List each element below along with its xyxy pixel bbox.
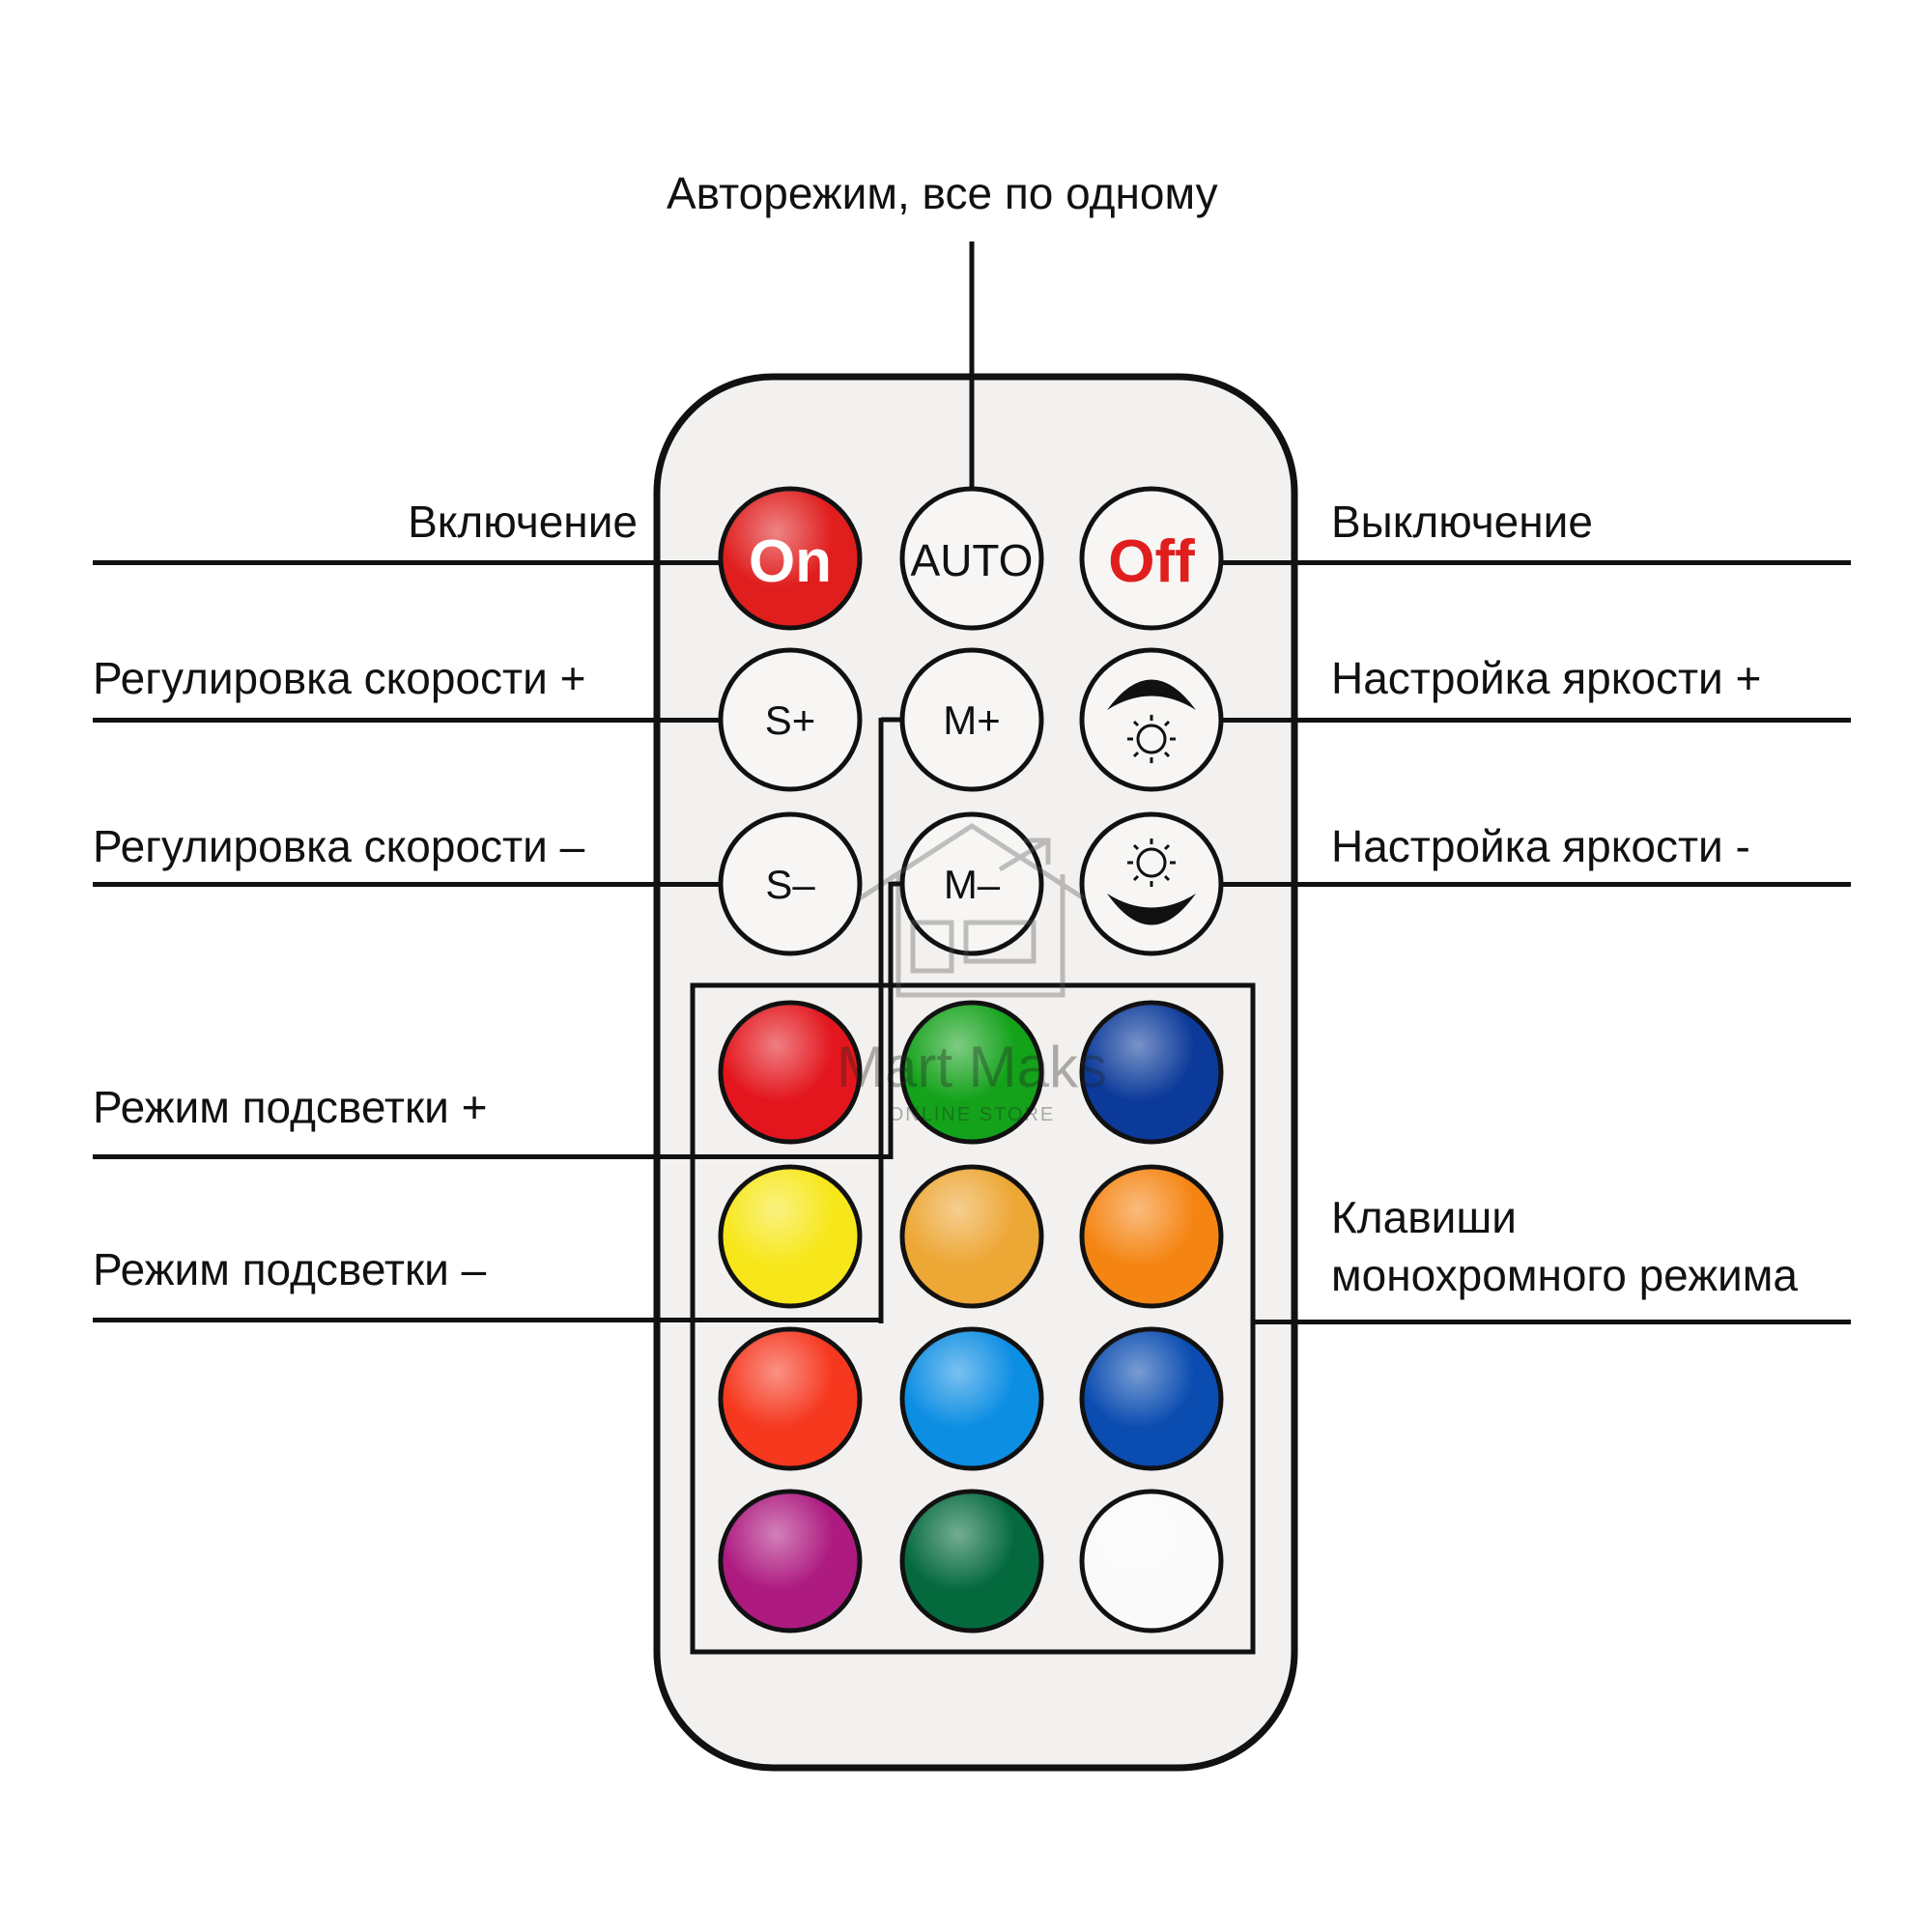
power-off-rule — [1221, 560, 1851, 565]
arrow-down-icon — [1107, 894, 1196, 925]
color-swatch-button[interactable] — [899, 1489, 1044, 1634]
brightness-up-label: Настройка яркости + — [1331, 653, 1762, 703]
speed-up-rule — [93, 718, 723, 723]
mono-keys-rule — [1253, 1320, 1851, 1324]
speed-minus-button[interactable]: S– — [718, 811, 863, 956]
mode-up-label: Режим подсветки + — [93, 1082, 488, 1132]
color-swatch-button[interactable] — [899, 1326, 1044, 1471]
mode-plus-button[interactable]: M+ — [899, 647, 1044, 792]
color-swatch-button[interactable] — [1079, 1489, 1224, 1634]
watermark-tagline: ONLINE STORE — [889, 1104, 1056, 1125]
color-swatch-button[interactable] — [899, 1164, 1044, 1309]
sun-icon — [1127, 715, 1176, 763]
speed-down-rule — [93, 882, 723, 887]
color-swatch-grid — [718, 1000, 1224, 1634]
mode-down-rule — [93, 1318, 883, 1322]
auto-mode-label: Авторежим, все по одному — [667, 168, 1218, 218]
mode-up-rule — [93, 1154, 893, 1159]
speed-plus-label: S+ — [765, 697, 816, 743]
mode-down-label: Режим подсветки – — [93, 1244, 487, 1294]
off-button[interactable]: Off — [1079, 486, 1224, 631]
mono-keys-label-line2: монохромного режима — [1331, 1250, 1798, 1300]
brightness-down-button[interactable] — [1079, 811, 1224, 956]
power-on-label: Включение — [408, 497, 638, 547]
color-swatch-button[interactable] — [718, 1489, 863, 1634]
brightness-down-rule — [1221, 882, 1851, 887]
color-swatch-button[interactable] — [1079, 1326, 1224, 1471]
color-swatch-button[interactable] — [718, 1326, 863, 1471]
mode-minus-button[interactable]: M– — [899, 811, 1044, 956]
power-off-label: Выключение — [1331, 497, 1593, 547]
speed-up-label: Регулировка скорости + — [93, 653, 586, 703]
arrow-up-icon — [1107, 679, 1196, 710]
brightness-up-rule — [1221, 718, 1851, 723]
color-swatch-button[interactable] — [1079, 1164, 1224, 1309]
speed-down-label: Регулировка скорости – — [93, 821, 585, 871]
off-button-label: Off — [1108, 528, 1195, 595]
color-swatch-button[interactable] — [718, 1164, 863, 1309]
house-logo-icon — [858, 823, 1086, 998]
brightness-up-button[interactable] — [1079, 647, 1224, 792]
sun-icon — [1127, 838, 1176, 887]
watermark-name: Mart Maks — [837, 1035, 1107, 1099]
color-swatch-button[interactable] — [718, 1000, 863, 1145]
brightness-down-label: Настройка яркости - — [1331, 821, 1750, 871]
auto-button-label: AUTO — [911, 535, 1034, 585]
color-swatch-button[interactable] — [1079, 1000, 1224, 1145]
color-swatch-button[interactable] — [899, 1000, 1044, 1145]
mono-keys-label-line1: Клавиши — [1331, 1192, 1517, 1242]
on-button[interactable]: On — [718, 486, 863, 631]
speed-plus-button[interactable]: S+ — [718, 647, 863, 792]
speed-minus-label: S– — [765, 862, 815, 907]
power-on-rule — [93, 560, 723, 565]
on-button-label: On — [749, 528, 832, 595]
mode-minus-label: M– — [944, 862, 1001, 907]
auto-button[interactable]: AUTO — [899, 486, 1044, 631]
mode-plus-label: M+ — [943, 697, 1001, 743]
